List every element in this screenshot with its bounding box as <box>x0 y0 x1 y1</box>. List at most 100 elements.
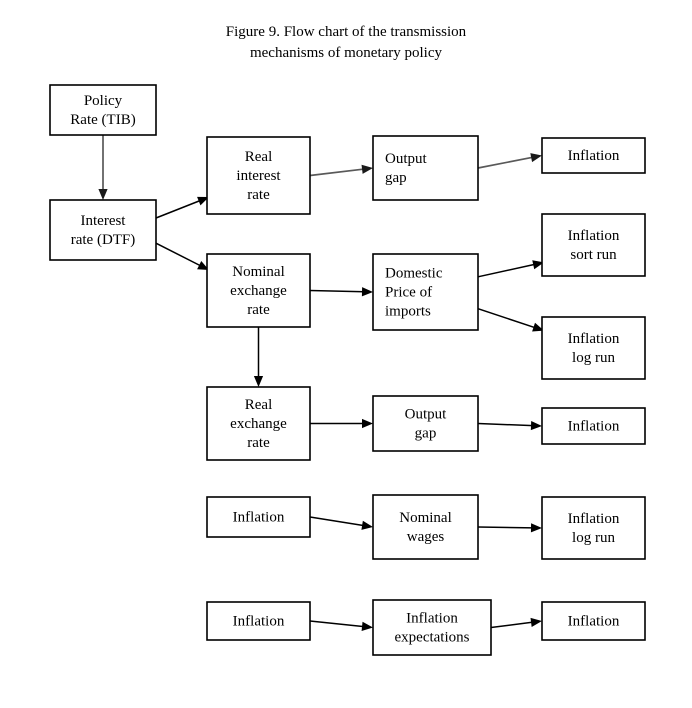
node-box-real-interest-rate <box>206 136 311 215</box>
edge-real-exchange-rate-to-output-gap-row3 <box>310 418 373 429</box>
edge-inflation-row5-left-to-inflation-expectations <box>309 620 373 631</box>
arrow-head <box>532 260 544 270</box>
node-label-inflation-sort-run: Inflation <box>568 228 620 244</box>
edge-line <box>309 516 365 527</box>
arrow-head <box>530 617 542 627</box>
node-inflation-row5-left[interactable]: Inflation <box>206 601 311 641</box>
node-label-interest-rate: Interest <box>81 213 127 229</box>
node-label-policy-rate: Rate (TIB) <box>70 112 135 128</box>
node-label-inflation-expectations: Inflation <box>406 611 458 627</box>
node-label-real-exchange-rate: rate <box>247 435 270 451</box>
edge-line <box>309 289 365 293</box>
edge-nominal-wages-to-inflation-log-run-2 <box>477 523 542 533</box>
node-label-domestic-price-imports: Price of <box>385 285 432 301</box>
node-inflation-row4-left[interactable]: Inflation <box>206 496 311 538</box>
node-box-inflation-row3-right <box>541 407 646 445</box>
arrow-head <box>361 520 373 530</box>
node-box-nominal-wages <box>372 494 479 560</box>
arrow-head <box>532 322 544 332</box>
node-box-interest-rate <box>49 199 157 261</box>
node-label-output-gap-row3: Output <box>405 407 448 423</box>
edge-line <box>477 526 534 529</box>
node-inflation-top-right[interactable]: Inflation <box>541 137 646 174</box>
node-label-real-interest-rate: interest <box>236 168 281 184</box>
node-label-domestic-price-imports: Domestic <box>385 266 443 282</box>
node-box-real-exchange-rate <box>206 386 311 461</box>
arrow-head <box>361 287 373 297</box>
node-output-gap-top[interactable]: Output gap <box>372 135 479 201</box>
node-real-interest-rate[interactable]: Real interest rate <box>206 136 311 215</box>
edge-line <box>477 422 534 427</box>
arrow-head <box>530 523 542 533</box>
node-box-inflation-row5-right <box>541 601 646 641</box>
edge-line <box>309 168 365 177</box>
edge-policy-rate-to-interest-rate <box>98 135 108 200</box>
edge-output-gap-top-to-inflation-top-right <box>477 153 542 169</box>
node-label-inflation-row3-right: Inflation <box>568 419 620 435</box>
node-label-output-gap-top: gap <box>385 170 407 186</box>
arrow-head <box>530 153 542 163</box>
edge-line <box>477 156 534 169</box>
node-box-nominal-exchange-rate <box>206 253 311 328</box>
node-interest-rate[interactable]: Interest rate (DTF) <box>49 199 157 261</box>
node-label-nominal-exchange-rate: rate <box>247 302 270 318</box>
edge-line <box>155 199 201 219</box>
arrow-head <box>530 420 542 431</box>
node-label-inflation-row5-left: Inflation <box>233 614 285 630</box>
arrow-head <box>197 196 209 206</box>
figure-title-line-2: mechanisms of monetary policy <box>249 45 443 61</box>
node-box-output-gap-row3 <box>372 395 479 452</box>
node-label-nominal-wages: wages <box>407 529 445 545</box>
node-label-real-interest-rate: rate <box>247 187 270 203</box>
node-output-gap-row3[interactable]: Output gap <box>372 395 479 452</box>
edge-line <box>309 620 365 628</box>
node-label-inflation-row5-right: Inflation <box>568 614 620 630</box>
node-label-inflation-top-right: Inflation <box>568 148 620 164</box>
node-label-real-exchange-rate: Real <box>245 397 273 413</box>
edge-interest-rate-to-nominal-exchange-rate <box>155 242 209 271</box>
arrow-head <box>253 376 264 387</box>
node-box-output-gap-top <box>372 135 479 201</box>
node-label-real-interest-rate: Real <box>245 149 273 165</box>
edge-line <box>155 242 202 267</box>
node-label-inflation-log-run-2: log run <box>572 530 615 546</box>
edge-real-interest-rate-to-output-gap-top <box>309 164 373 177</box>
node-inflation-row3-right[interactable]: Inflation <box>541 407 646 445</box>
edge-inflation-expectations-to-inflation-row5-right <box>490 617 542 629</box>
node-label-policy-rate: Policy <box>84 93 123 109</box>
arrow-head <box>361 621 373 631</box>
node-inflation-row5-right[interactable]: Inflation <box>541 601 646 641</box>
edge-interest-rate-to-real-interest-rate <box>155 196 209 219</box>
node-label-output-gap-top: Output <box>385 151 428 167</box>
node-box-inflation-sort-run <box>541 213 646 277</box>
arrow-head <box>98 189 108 200</box>
node-box-inflation-expectations <box>372 599 492 656</box>
edge-line <box>477 308 536 329</box>
figure-title-line-1: Figure 9. Flow chart of the transmission <box>225 24 467 40</box>
node-box-domestic-price-imports <box>372 253 479 331</box>
node-box-inflation-row5-left <box>206 601 311 641</box>
node-label-inflation-log-run-1: log run <box>572 350 615 366</box>
edge-domestic-price-imports-to-inflation-log-run-1 <box>477 308 544 332</box>
arrow-head <box>361 164 373 174</box>
node-box-inflation-top-right <box>541 137 646 174</box>
node-box-inflation-row4-left <box>206 496 311 538</box>
edge-line <box>477 263 536 278</box>
edges-layer <box>98 135 544 631</box>
node-label-output-gap-row3: gap <box>415 426 437 442</box>
node-box-policy-rate <box>49 84 157 136</box>
node-box-inflation-log-run-1 <box>541 316 646 380</box>
arrow-head <box>197 260 209 271</box>
node-label-interest-rate: rate (DTF) <box>71 232 136 248</box>
